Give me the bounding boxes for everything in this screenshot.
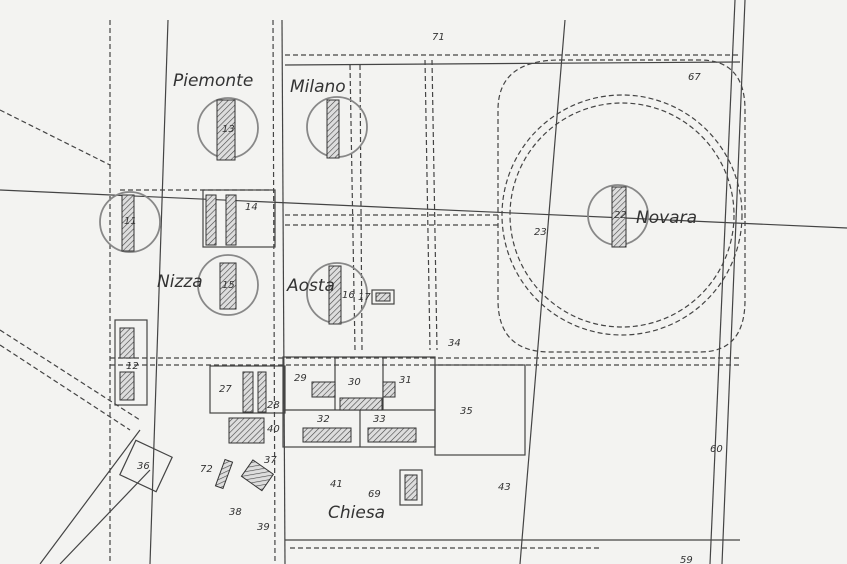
number-29: 29 xyxy=(294,373,307,384)
building-numbers: 71 67 14 23 22 34 27 28 29 30 31 32 33 3… xyxy=(124,32,723,564)
lower-buildings xyxy=(114,289,526,506)
number-67: 67 xyxy=(688,72,701,83)
building-circles xyxy=(99,96,649,325)
number-39: 39 xyxy=(257,522,270,533)
number-43: 43 xyxy=(498,482,511,493)
number-30: 30 xyxy=(348,377,361,388)
number-72: 72 xyxy=(200,464,213,475)
block-label-novara: Novara xyxy=(636,208,697,228)
number-13: 13 xyxy=(222,124,235,135)
number-22: 22 xyxy=(614,210,627,221)
number-40: 40 xyxy=(267,424,280,435)
number-36: 36 xyxy=(137,461,150,472)
number-12: 12 xyxy=(126,361,139,372)
novara-track xyxy=(497,59,746,353)
number-41: 41 xyxy=(330,479,343,490)
number-38: 38 xyxy=(229,507,242,518)
number-35: 35 xyxy=(460,406,473,417)
number-17: 17 xyxy=(358,292,371,303)
block-label-aosta: Aosta xyxy=(286,276,335,296)
number-32: 32 xyxy=(317,414,330,425)
number-33: 33 xyxy=(373,414,386,425)
block-label-nizza: Nizza xyxy=(157,272,203,292)
number-14: 14 xyxy=(245,202,258,213)
block-label-chiesa: Chiesa xyxy=(328,503,385,523)
number-28: 28 xyxy=(267,400,280,411)
number-11: 11 xyxy=(124,216,137,227)
number-27: 27 xyxy=(219,384,232,395)
number-59: 59 xyxy=(680,555,693,564)
number-15: 15 xyxy=(222,280,235,291)
block-label-piemonte: Piemonte xyxy=(173,71,253,91)
number-16: 16 xyxy=(342,290,355,301)
block-label-milano: Milano xyxy=(290,77,346,97)
number-34: 34 xyxy=(448,338,461,349)
number-69: 69 xyxy=(368,489,381,500)
number-37: 37 xyxy=(264,455,277,466)
number-23: 23 xyxy=(534,227,547,238)
number-31: 31 xyxy=(399,375,412,386)
number-60: 60 xyxy=(710,444,723,455)
number-71: 71 xyxy=(432,32,445,43)
